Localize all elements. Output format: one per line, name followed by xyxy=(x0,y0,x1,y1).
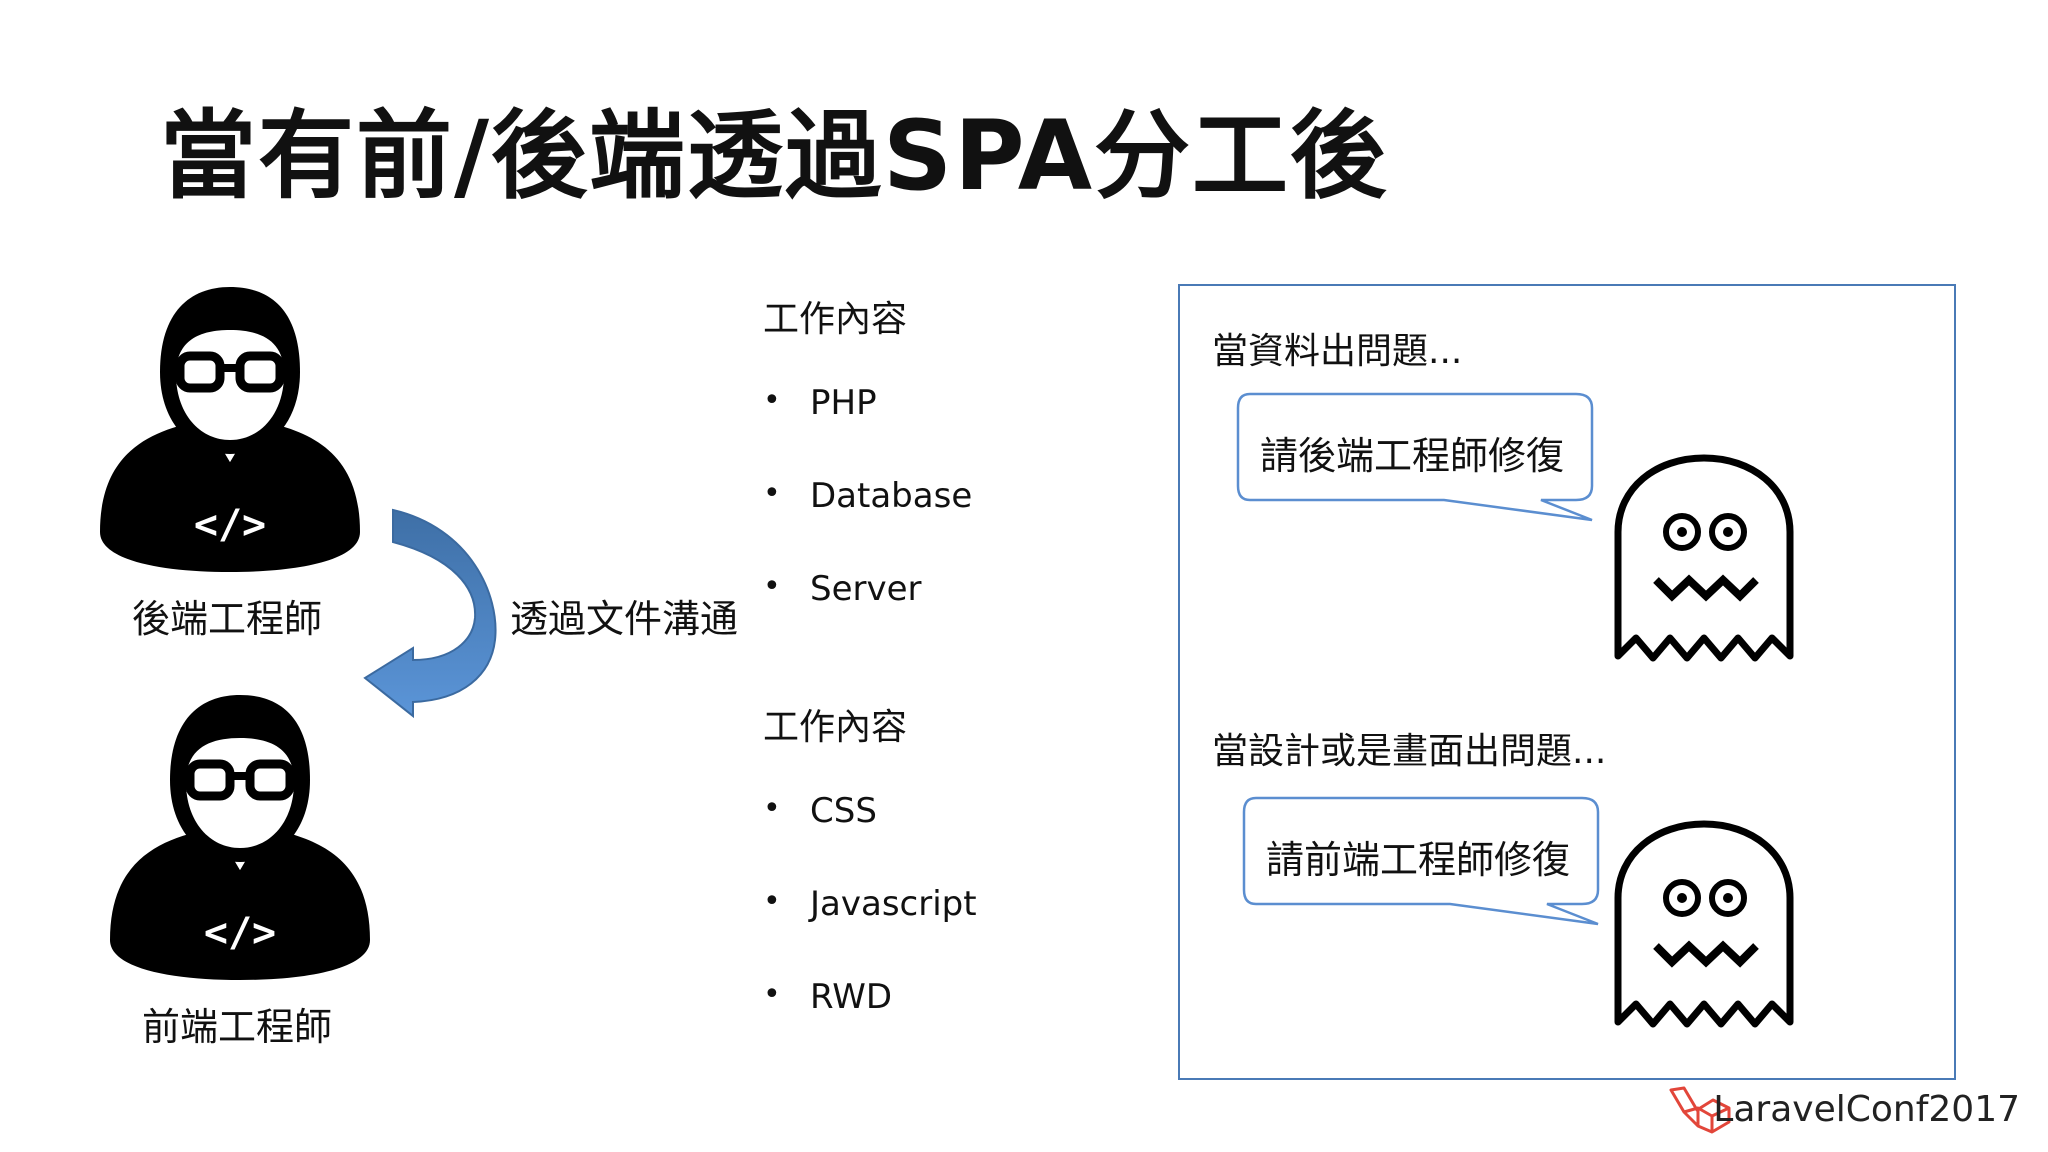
backend-repair-text: 請後端工程師修復 xyxy=(1260,434,1565,478)
curved-arrow-icon xyxy=(363,508,497,719)
list-item: CSS xyxy=(763,794,977,887)
data-problem-text: 當資料出問題... xyxy=(1212,331,1463,372)
communication-label: 透過文件溝通 xyxy=(510,597,739,641)
frontend-engineer-icon: </> xyxy=(110,695,370,980)
laravel-logo-icon xyxy=(1669,1086,1731,1134)
speech-bubble-backend xyxy=(1236,392,1594,522)
list-item: RWD xyxy=(763,980,977,1073)
backend-engineer-label: 後端工程師 xyxy=(132,597,323,641)
list-item: Javascript xyxy=(763,887,977,980)
ghost-icon xyxy=(1614,454,1794,662)
frontend-engineer-label: 前端工程師 xyxy=(142,1005,333,1049)
speech-bubble-frontend xyxy=(1242,796,1600,926)
frontend-code-badge: </> xyxy=(204,910,276,956)
ghost-icon xyxy=(1614,820,1794,1028)
list-item: Server xyxy=(763,572,972,665)
backend-code-badge: </> xyxy=(194,502,266,548)
list-item: Database xyxy=(763,479,972,572)
problem-panel xyxy=(1178,284,1956,1080)
frontend-work-heading: 工作內容 xyxy=(763,707,908,748)
footer-brand: LaravelConf2017 xyxy=(1713,1089,2020,1130)
backend-work-heading: 工作內容 xyxy=(763,299,908,340)
backend-engineer-icon: </> xyxy=(100,287,360,572)
frontend-repair-text: 請前端工程師修復 xyxy=(1266,838,1571,882)
frontend-work-list: CSS Javascript RWD xyxy=(763,794,977,1073)
slide-title: 當有前/後端透過SPA分工後 xyxy=(160,100,1389,212)
list-item: PHP xyxy=(763,386,972,479)
backend-work-list: PHP Database Server xyxy=(763,386,972,665)
design-problem-text: 當設計或是畫面出問題... xyxy=(1212,731,1607,772)
